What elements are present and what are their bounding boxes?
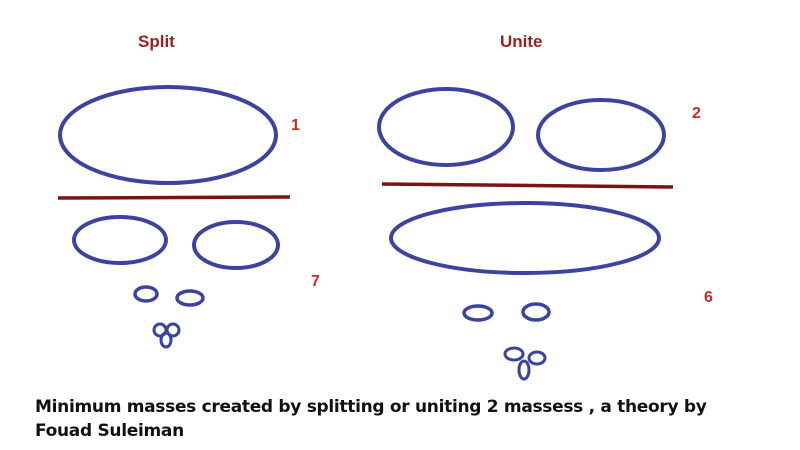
unite-mass-left bbox=[377, 87, 515, 167]
split-top-number: 1 bbox=[291, 117, 300, 134]
unite-large-mass bbox=[389, 201, 661, 275]
unite-cluster-mass bbox=[503, 346, 525, 362]
unite-tiny-mass-right bbox=[521, 302, 551, 322]
split-cluster-mass bbox=[159, 331, 173, 349]
unite-divider bbox=[381, 182, 674, 189]
unite-top-number: 2 bbox=[692, 105, 701, 122]
unite-cluster-mass bbox=[527, 350, 547, 366]
caption-line-2: Fouad Suleiman bbox=[35, 421, 184, 441]
unite-bottom-number: 6 bbox=[704, 289, 713, 306]
unite-tiny-mass-left bbox=[462, 304, 494, 322]
split-mass-left bbox=[72, 215, 168, 265]
split-divider bbox=[57, 195, 291, 200]
split-tiny-mass-left bbox=[133, 285, 159, 303]
split-tiny-mass-right bbox=[175, 289, 205, 307]
caption-line-1: Minimum masses created by splitting or u… bbox=[35, 397, 707, 417]
unite-cluster-mass bbox=[517, 359, 531, 381]
unite-mass-right bbox=[536, 98, 666, 172]
split-heading: Split bbox=[138, 32, 175, 51]
split-large-mass bbox=[58, 85, 278, 185]
split-bottom-number: 7 bbox=[311, 273, 320, 290]
split-cluster-mass bbox=[165, 322, 181, 338]
unite-heading: Unite bbox=[500, 32, 543, 51]
split-mass-right bbox=[192, 220, 280, 270]
